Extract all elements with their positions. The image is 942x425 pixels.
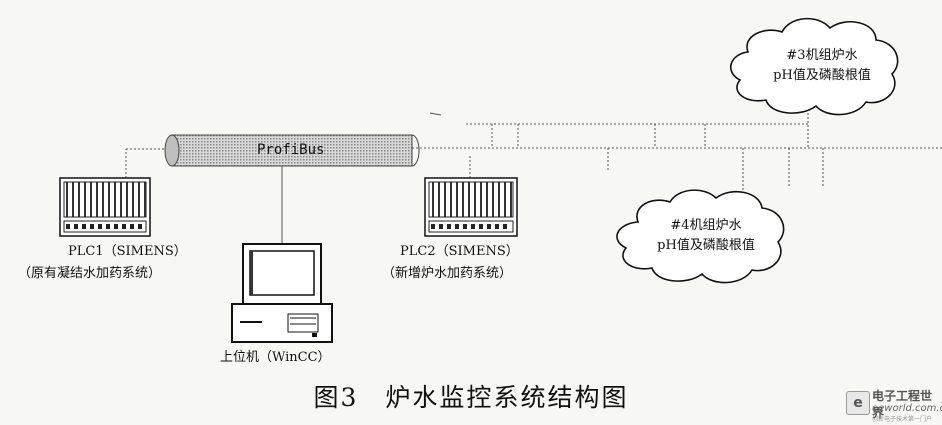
watermark-en-text: eeworld.com.cn — [872, 403, 942, 414]
cloud-unit3-shape — [729, 17, 899, 116]
profibus-label: ProfiBus — [257, 142, 325, 158]
cloud-unit3-text: #3机组炉水 pH值及磷酸根值 — [752, 46, 892, 86]
plc2-rack-icon — [424, 177, 518, 237]
figure-caption: 图3 炉水监控系统结构图 — [313, 383, 629, 412]
cloud-unit4-shape — [616, 189, 785, 284]
cloud-unit3-line2: pH值及磷酸根值 — [773, 68, 871, 83]
host-computer-label: 上位机（WinCC） — [220, 350, 331, 365]
watermark-cn-text: 电子工程世界 — [872, 389, 933, 420]
connection-lines — [125, 97, 942, 244]
eeworld-logo-icon: e — [846, 391, 870, 415]
cloud-unit3-line1: #3机组炉水 — [786, 48, 858, 63]
plc1-rack-icon — [59, 177, 151, 237]
eeworld-watermark-logo: e 电子工程世界 eeworld.com.cn 创新电子技术第一门户 — [846, 385, 942, 423]
cloud-unit4-line2: pH值及磷酸根值 — [657, 238, 755, 253]
plc1-description-label: （原有凝结水加药系统） — [18, 266, 162, 281]
cloud-unit4-line1: #4机组炉水 — [670, 218, 742, 233]
plc1-name-label: PLC1（SIMENS） — [68, 244, 187, 259]
cloud-unit4-text: #4机组炉水 pH值及磷酸根值 — [636, 216, 776, 256]
host-computer-icon — [231, 243, 333, 343]
watermark-sub-text: 创新电子技术第一门户 — [872, 416, 933, 423]
plc2-name-label: PLC2（SIMENS） — [400, 244, 519, 259]
plc2-description-label: （新增炉水加药系统） — [382, 266, 513, 281]
profibus-pipe — [164, 134, 420, 167]
